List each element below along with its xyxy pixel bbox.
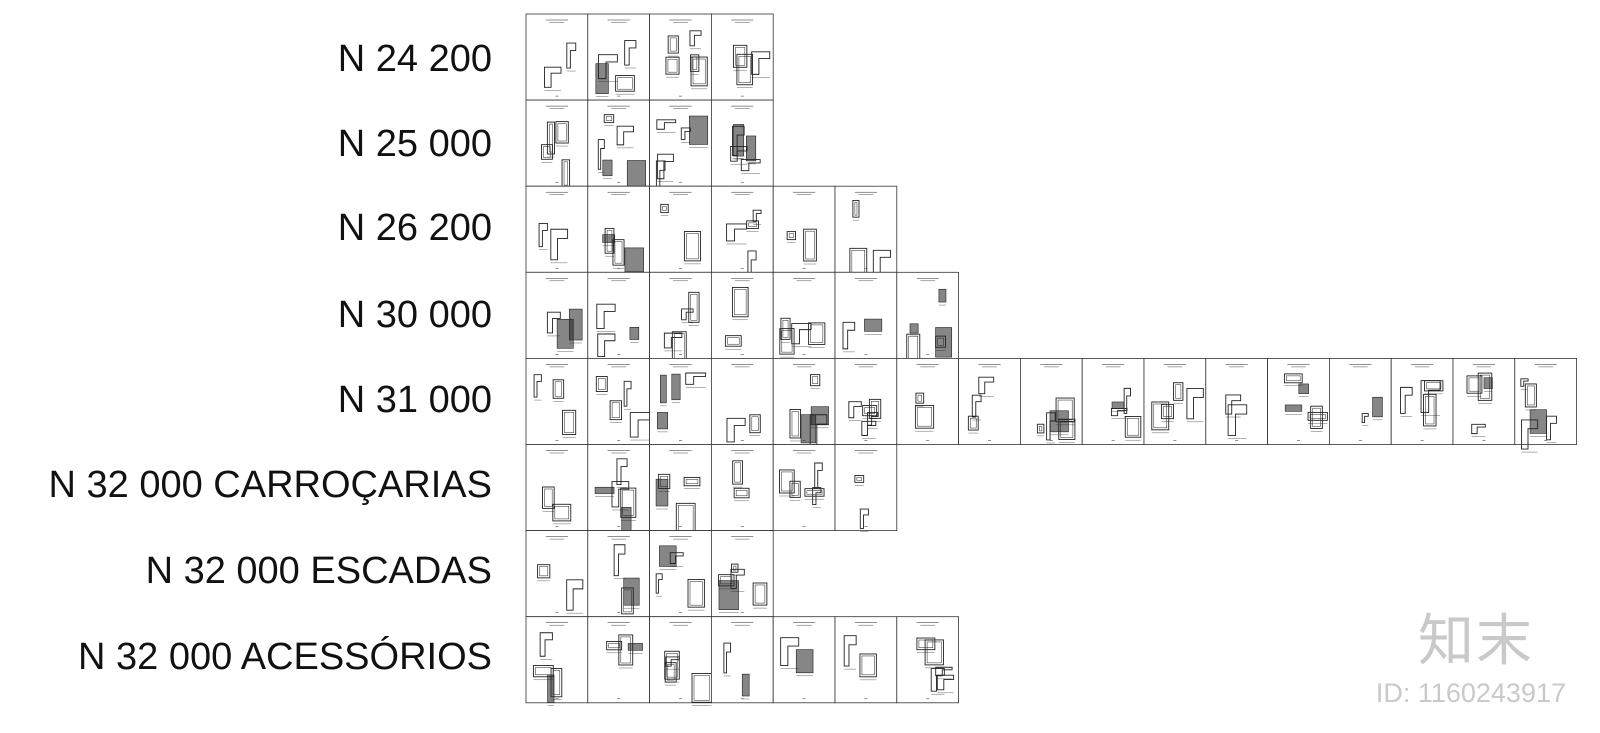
drawing-sheet xyxy=(1329,357,1392,445)
drawing-sheet xyxy=(1143,357,1207,445)
drawing-sheet xyxy=(711,99,774,187)
drawing-sheet xyxy=(649,13,712,101)
drawing-sheet xyxy=(896,357,959,445)
drawing-sheet xyxy=(896,616,959,704)
row-label-n-24-200: N 24 200 xyxy=(337,38,492,80)
drawing-sheet xyxy=(525,444,589,531)
watermark-logo: 知末 xyxy=(1418,609,1534,674)
row-label-n-32-000-escadas: N 32 000 ESCADAS xyxy=(145,550,492,592)
drawing-sheet xyxy=(587,185,650,275)
drawing-sheet xyxy=(711,271,774,359)
row-label-n-32-000-carrocarias: N 32 000 CARROÇARIAS xyxy=(48,464,493,506)
watermark-id: ID: 1160243917 xyxy=(1375,678,1566,708)
drawing-sheet xyxy=(711,13,774,101)
drawing-sheet xyxy=(587,271,650,360)
drawing-sheet xyxy=(525,616,589,706)
row-label-n-30-000: N 30 000 xyxy=(337,294,492,336)
drawing-sheet xyxy=(772,271,836,359)
drawing-sheet xyxy=(834,357,898,445)
drawing-sheet xyxy=(1205,357,1269,445)
drawing-sheet xyxy=(525,13,589,101)
drawing-sheet xyxy=(525,271,589,359)
drawing-sheet xyxy=(587,99,650,194)
drawing-sheet xyxy=(772,185,836,273)
drawing-sheet xyxy=(587,616,650,704)
drawing-sheet xyxy=(1267,357,1330,445)
drawing-sheet xyxy=(896,271,959,365)
drawing-sheet xyxy=(525,185,589,273)
drawing-sheet xyxy=(649,444,712,537)
drawing-sheet xyxy=(525,99,589,191)
drawing-sheet xyxy=(1514,357,1578,453)
drawing-sheet xyxy=(711,616,774,704)
drawing-sheet xyxy=(772,444,836,531)
drawing-sheet xyxy=(587,13,650,101)
drawing-sheet xyxy=(649,616,712,706)
drawing-sheet xyxy=(1020,357,1083,445)
drawing-sheet xyxy=(649,530,712,618)
drawing-sheet xyxy=(711,185,774,285)
drawing-sheet xyxy=(649,357,712,445)
drawing-sheet xyxy=(834,185,898,278)
drawing-sheet xyxy=(711,444,774,531)
drawing-sheet xyxy=(834,444,898,532)
row-label-n-31-000: N 31 000 xyxy=(337,379,492,421)
drawing-sheet xyxy=(711,357,774,446)
drawing-sheet xyxy=(649,185,712,273)
drawing-sheet xyxy=(587,357,651,445)
drawing-sheet xyxy=(772,616,836,704)
row-label-n-25-000: N 25 000 xyxy=(337,123,492,165)
drawing-sheet xyxy=(587,444,650,542)
row-label-n-32-000-acessorios: N 32 000 ACESSÓRIOS xyxy=(78,636,492,678)
drawing-sheet xyxy=(525,357,589,445)
drawing-sheet xyxy=(587,530,650,618)
drawing-sheet xyxy=(525,530,589,618)
drawing-sheet xyxy=(649,99,712,196)
drawing-sheet xyxy=(772,357,836,450)
drawing-sheet xyxy=(649,271,712,364)
drawing-sheet xyxy=(1452,357,1516,445)
drawing-sheet xyxy=(1390,357,1454,445)
drawing-sheet xyxy=(711,530,774,618)
drawing-sheet xyxy=(834,271,898,359)
row-label-n-26-200: N 26 200 xyxy=(337,207,492,249)
drawing-sheet xyxy=(834,616,898,704)
drawing-sheet xyxy=(1081,357,1145,445)
drawing-sheet xyxy=(958,357,1021,445)
